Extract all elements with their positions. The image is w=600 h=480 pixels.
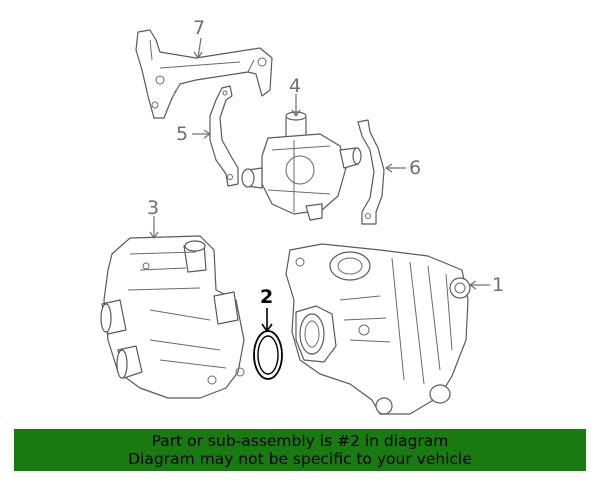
callout-5[interactable]: 5 <box>176 123 189 145</box>
parts-diagram <box>100 29 490 415</box>
banner-line-2: Diagram may not be specific to your vehi… <box>128 450 472 468</box>
leader-1-arrow <box>468 280 477 290</box>
info-banner: Part or sub-assembly is #2 in diagram Di… <box>14 429 586 471</box>
leader-7 <box>197 37 202 59</box>
part-1-water-pump[interactable] <box>285 243 471 415</box>
leader-6-arrow <box>384 163 393 173</box>
callout-3[interactable]: 3 <box>147 197 160 219</box>
leader-2-arrow <box>261 323 273 333</box>
leader-4-arrow <box>291 109 301 118</box>
part-2-gasket[interactable] <box>253 330 283 380</box>
part-3-thermostat-housing[interactable] <box>100 235 245 399</box>
callout-7[interactable]: 7 <box>193 17 206 39</box>
leader-3-arrow <box>149 231 159 240</box>
part-7-bracket[interactable] <box>135 29 273 119</box>
leader-7-arrow <box>193 51 203 60</box>
banner-line-1: Part or sub-assembly is #2 in diagram <box>151 432 449 450</box>
part-4-aux-pump[interactable] <box>241 111 362 221</box>
callout-4[interactable]: 4 <box>289 75 302 97</box>
callout-2[interactable]: 2 <box>260 286 274 308</box>
leader-5-arrow <box>203 129 212 139</box>
part-5-clamp[interactable] <box>209 85 239 187</box>
leader-lines <box>149 37 490 333</box>
callout-1[interactable]: 1 <box>492 274 505 296</box>
callout-6[interactable]: 6 <box>409 157 422 179</box>
part-6-clamp[interactable] <box>357 119 385 225</box>
